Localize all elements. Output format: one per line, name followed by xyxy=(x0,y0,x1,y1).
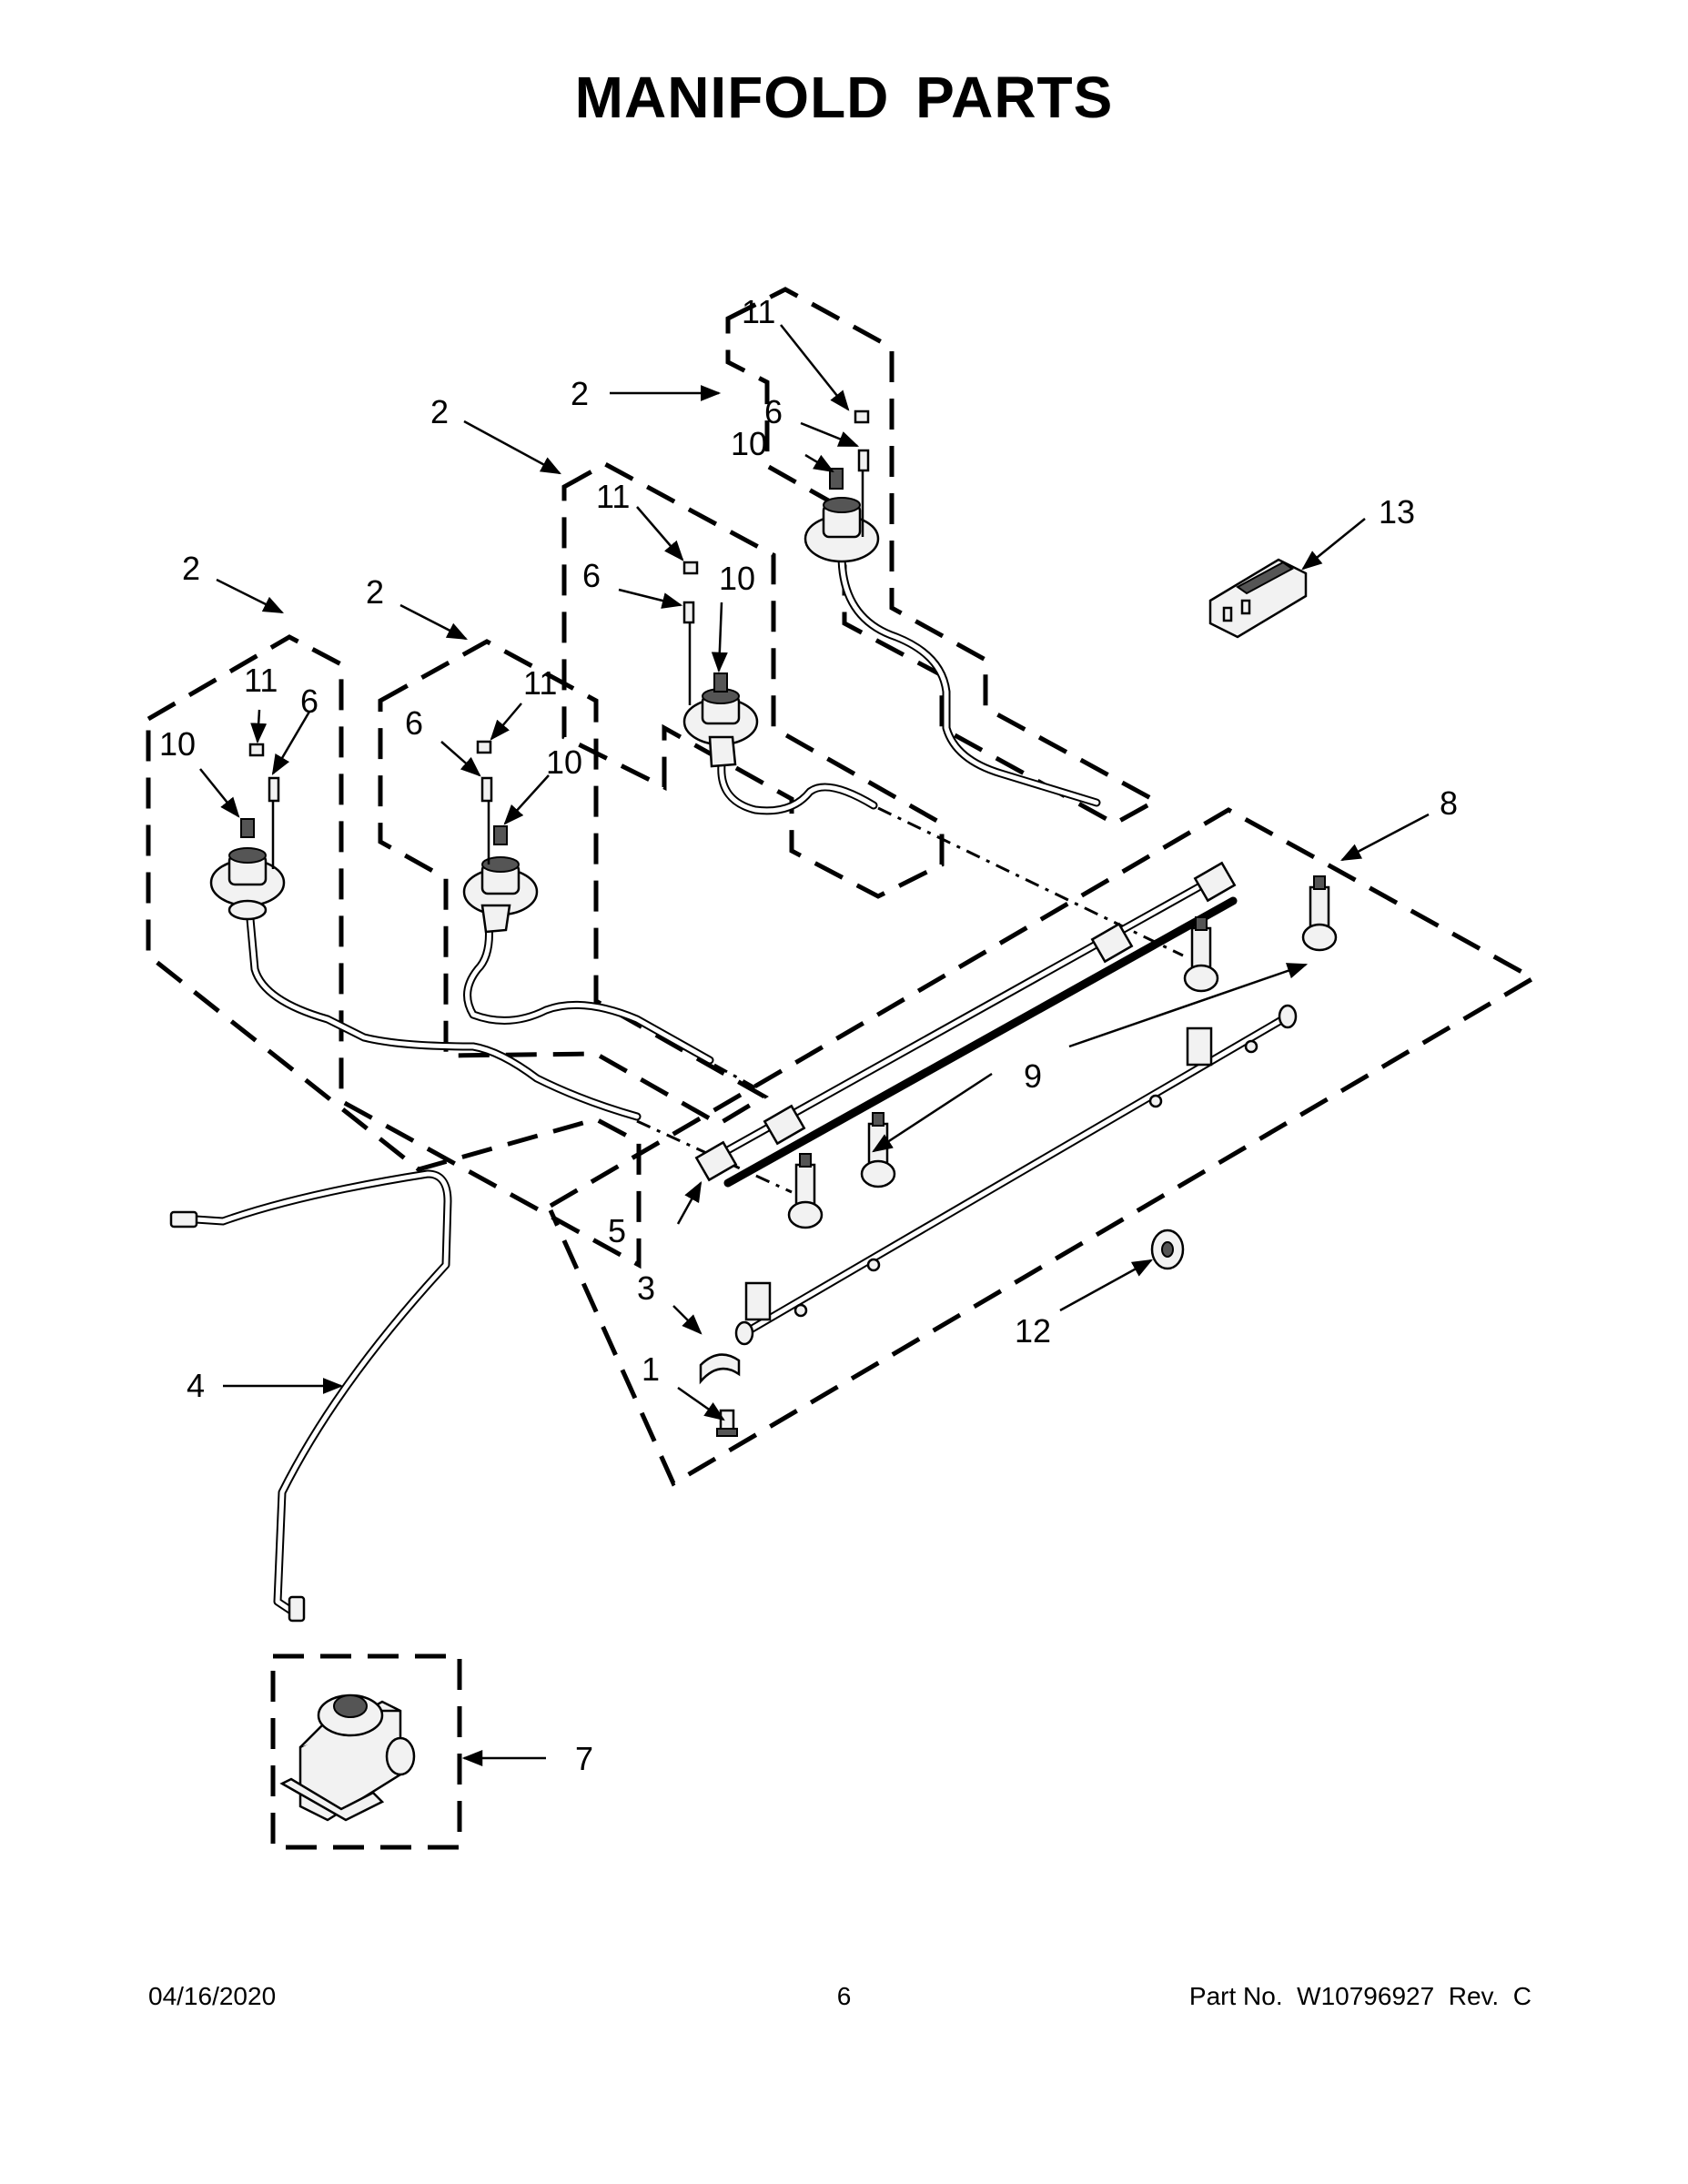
footer-page-number: 6 xyxy=(836,1982,852,2010)
callout-7: 8 xyxy=(1440,784,1458,822)
callout-8: 9 xyxy=(1024,1057,1042,1095)
alignment-lines xyxy=(636,806,1184,1194)
burner-base-front-left xyxy=(209,796,286,921)
callout-2-front-center: 2 xyxy=(366,573,384,611)
electrodes-and-clips xyxy=(248,410,870,803)
pipe-strap-and-screw xyxy=(699,1353,741,1437)
callout-2-front-left: 2 xyxy=(182,550,200,587)
callout-11-rear-center: 11 xyxy=(596,478,630,515)
callout-labels: 2 2 2 2 11 6 10 11 6 10 11 6 10 11 6 10 … xyxy=(159,293,1458,1777)
spark-module xyxy=(1208,558,1308,639)
burner-base-rear-center xyxy=(682,619,759,768)
callout-13: 13 xyxy=(1379,493,1415,531)
callout-2-top: 2 xyxy=(571,375,589,412)
callout-10-front-center: 10 xyxy=(546,743,582,781)
footer-date: 04/16/2020 xyxy=(148,1982,277,2010)
callout-6-rear-right: 6 xyxy=(764,393,783,430)
callout-6-front-left: 6 xyxy=(300,682,318,720)
burner-group-boundary-rear-right xyxy=(725,287,1161,826)
footer-part-number: Part No. W10796927 Rev. C xyxy=(1188,1982,1531,2010)
callout-6-rear-center: 6 xyxy=(582,557,601,594)
callout-5: 5 xyxy=(608,1212,626,1249)
callout-9: 7 xyxy=(575,1740,593,1777)
manifold-pipe xyxy=(734,1004,1298,1346)
group-boundaries xyxy=(146,287,1539,1850)
callout-leaders xyxy=(199,324,1430,1766)
callout-10-front-left: 10 xyxy=(159,725,196,763)
page-title: MANIFOLD PARTS xyxy=(574,65,1114,130)
callout-11-front-center: 11 xyxy=(523,664,557,702)
callout-4: 4 xyxy=(187,1367,205,1404)
callout-1: 1 xyxy=(642,1350,660,1388)
callout-11-rear-right: 11 xyxy=(742,293,775,330)
burner-base-front-center xyxy=(462,783,539,934)
callout-12: 12 xyxy=(1015,1312,1051,1350)
callout-2-rear-center: 2 xyxy=(430,393,449,430)
valve-mounting-rail xyxy=(694,861,1238,1188)
callout-3: 3 xyxy=(637,1269,655,1307)
valve-group-boundary xyxy=(548,807,1539,1487)
burner-base-rear-right xyxy=(804,464,880,563)
callout-11-front-left: 11 xyxy=(244,662,278,699)
callout-6-front-center: 6 xyxy=(405,704,423,742)
burner-group-boundary-rear-center xyxy=(561,461,945,899)
burner-group-boundary-front-left xyxy=(146,634,642,1269)
pressure-regulator xyxy=(279,1694,416,1822)
burner-group-boundary-front-center xyxy=(378,639,769,1127)
regulator-boundary xyxy=(270,1653,462,1850)
regulator-supply-tube xyxy=(169,1169,452,1623)
burner-bases xyxy=(209,464,880,934)
callout-10-rear-right: 10 xyxy=(731,425,767,462)
callout-10-rear-center: 10 xyxy=(719,560,755,597)
burner-gas-tubes xyxy=(246,551,1101,1121)
orifice-washer xyxy=(1150,1228,1185,1270)
